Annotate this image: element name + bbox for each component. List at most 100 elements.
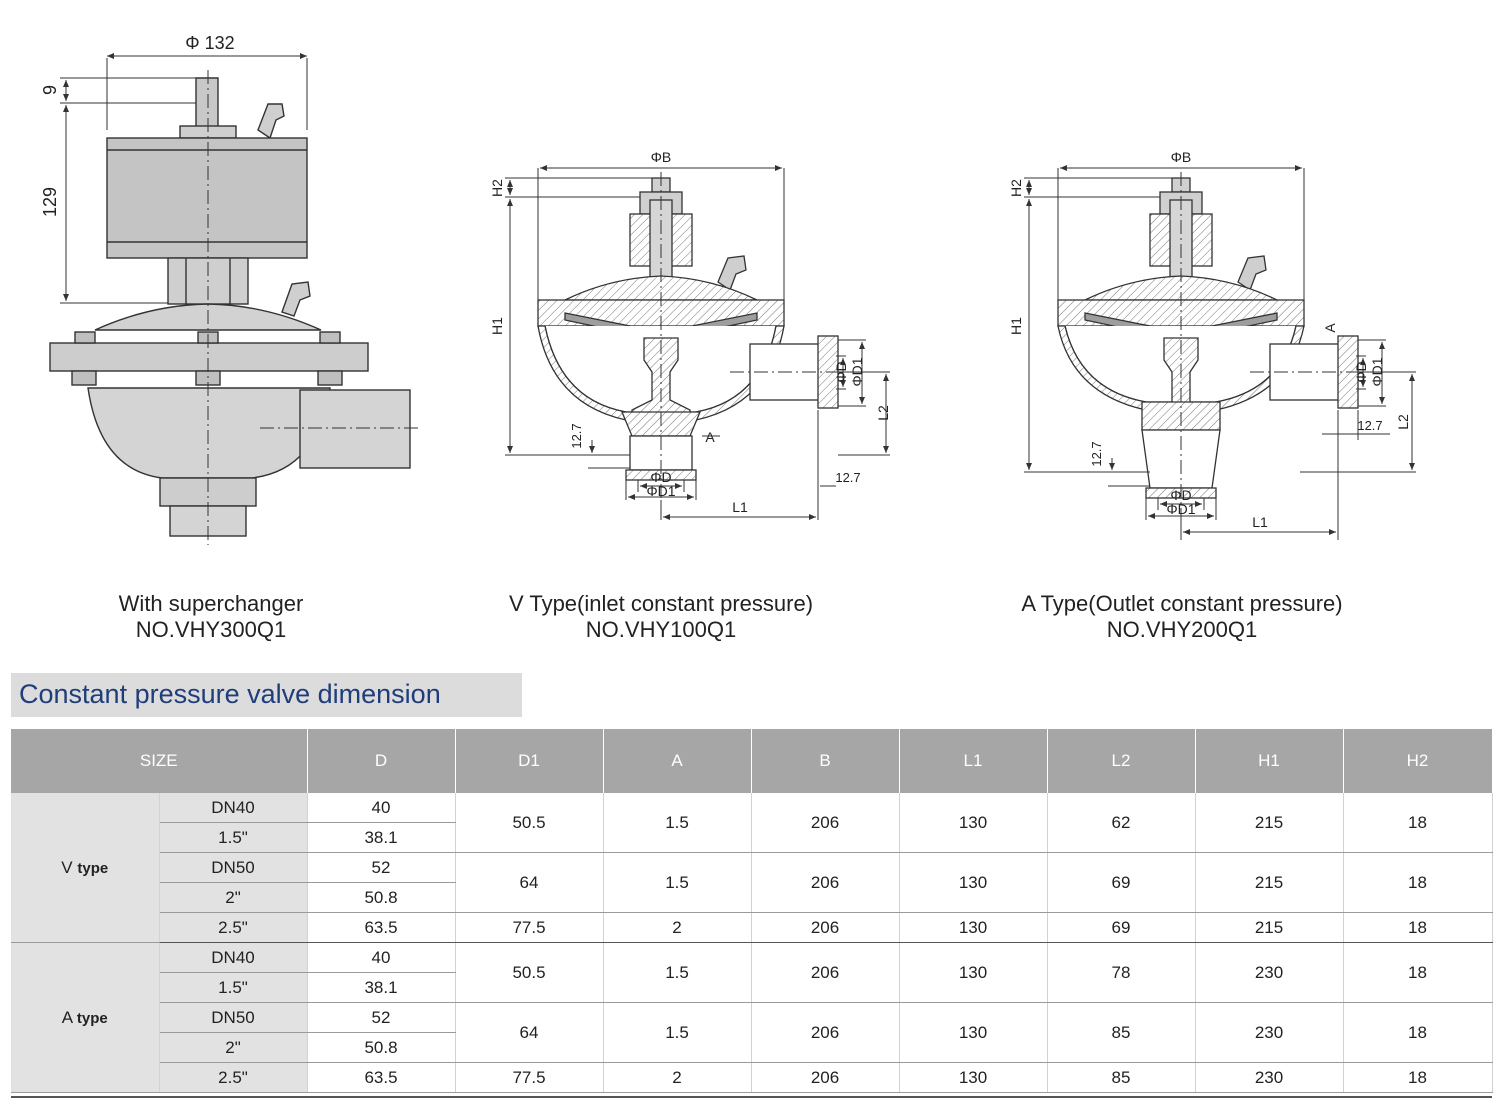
dim-phi-d-right: ΦD bbox=[1353, 361, 1369, 382]
dim-phi-d1-right: ΦD1 bbox=[1369, 357, 1385, 386]
h2-cell: 18 bbox=[1343, 1002, 1493, 1063]
dim-12-7-left: 12.7 bbox=[569, 423, 584, 448]
d-cell: 38.1 bbox=[307, 822, 456, 853]
l2-cell: 85 bbox=[1047, 1002, 1196, 1063]
table-header-row: SIZE D D1 A B L1 L2 H1 H2 bbox=[11, 729, 1493, 793]
size-cell: 2.5" bbox=[159, 1062, 308, 1093]
group-a-type: A type bbox=[11, 942, 160, 1093]
header-a: A bbox=[603, 729, 752, 793]
h1-cell: 215 bbox=[1195, 852, 1344, 913]
b-cell: 206 bbox=[751, 1062, 900, 1093]
dim-h2: H2 bbox=[489, 179, 505, 197]
caption-title: With superchanger bbox=[118, 591, 304, 616]
caption-superchanger: With superchanger NO.VHY300Q1 bbox=[0, 591, 431, 643]
h2-cell: 18 bbox=[1343, 912, 1493, 943]
d1-cell: 64 bbox=[455, 852, 604, 913]
d-cell: 40 bbox=[307, 793, 456, 823]
caption-title: A Type(Outlet constant pressure) bbox=[1021, 591, 1343, 616]
d-cell: 50.8 bbox=[307, 882, 456, 913]
h2-cell: 18 bbox=[1343, 793, 1493, 853]
d-cell: 50.8 bbox=[307, 1032, 456, 1063]
header-d: D bbox=[307, 729, 456, 793]
dim-129: 129 bbox=[40, 187, 60, 217]
dim-h1: H1 bbox=[1008, 317, 1024, 335]
header-size: SIZE bbox=[11, 729, 308, 793]
h1-cell: 230 bbox=[1195, 1002, 1344, 1063]
table-row: V type DN40 40 50.5 1.5 206 130 62 215 1… bbox=[11, 793, 1493, 943]
caption-title: V Type(inlet constant pressure) bbox=[508, 591, 814, 616]
table-row: 2.5" 63.5 77.5 2 206 130 69 215 18 bbox=[11, 912, 1493, 943]
dim-phi-d-bottom: ΦD bbox=[650, 469, 671, 485]
caption-v-type: V Type(inlet constant pressure) NO.VHY10… bbox=[441, 591, 881, 643]
dim-a: A bbox=[705, 429, 715, 445]
group-v-type: V type bbox=[11, 793, 160, 943]
size-cell: 2" bbox=[159, 1032, 308, 1063]
h1-cell: 215 bbox=[1195, 912, 1344, 943]
dim-phi-d1-bottom: ΦD1 bbox=[646, 483, 675, 499]
a-type-valve-drawing bbox=[1024, 165, 1416, 540]
h1-cell: 230 bbox=[1195, 1062, 1344, 1093]
d1-cell: 50.5 bbox=[455, 942, 604, 1003]
a-cell: 1.5 bbox=[603, 1002, 752, 1063]
l1-cell: 130 bbox=[899, 793, 1048, 853]
l2-cell: 69 bbox=[1047, 852, 1196, 913]
d-cell: 63.5 bbox=[307, 1062, 456, 1093]
d-cell: 40 bbox=[307, 942, 456, 973]
group-suffix: type bbox=[76, 1009, 108, 1027]
b-cell: 206 bbox=[751, 912, 900, 943]
a-cell: 2 bbox=[603, 1062, 752, 1093]
header-h1: H1 bbox=[1195, 729, 1344, 793]
d1-cell: 77.5 bbox=[455, 912, 604, 943]
table-row: 2.5" 63.5 77.5 2 206 130 85 230 18 bbox=[11, 1062, 1493, 1093]
l2-cell: 78 bbox=[1047, 942, 1196, 1003]
size-cell: 1.5" bbox=[159, 822, 308, 853]
header-l2: L2 bbox=[1047, 729, 1196, 793]
dim-l2: L2 bbox=[1395, 414, 1411, 430]
table-row: 2" 50.8 bbox=[11, 882, 1492, 913]
table-row: 1.5" 38.1 bbox=[11, 972, 1492, 1003]
caption-model: NO.VHY100Q1 bbox=[585, 617, 737, 642]
size-cell: DN40 bbox=[159, 942, 308, 973]
l1-cell: 130 bbox=[899, 852, 1048, 913]
table-row: 1.5" 38.1 bbox=[11, 822, 1492, 853]
size-cell: DN40 bbox=[159, 793, 308, 823]
dim-12-7-left: 12.7 bbox=[1089, 441, 1104, 466]
header-b: B bbox=[751, 729, 900, 793]
l1-cell: 130 bbox=[899, 912, 1048, 943]
l1-cell: 130 bbox=[899, 942, 1048, 1003]
dim-l1: L1 bbox=[1252, 514, 1268, 530]
a-cell: 1.5 bbox=[603, 793, 752, 853]
dim-9: 9 bbox=[40, 85, 60, 95]
a-cell: 2 bbox=[603, 912, 752, 943]
b-cell: 206 bbox=[751, 942, 900, 1003]
b-cell: 206 bbox=[751, 1002, 900, 1063]
b-cell: 206 bbox=[751, 793, 900, 853]
dim-a: A bbox=[1322, 323, 1338, 333]
dim-phi-132: Φ 132 bbox=[185, 33, 234, 53]
table-row: A type DN40 40 50.5 1.5 206 130 78 230 1… bbox=[11, 942, 1493, 1093]
l1-cell: 130 bbox=[899, 1002, 1048, 1063]
dim-12-7-right: 12.7 bbox=[835, 470, 860, 485]
l1-cell: 130 bbox=[899, 1062, 1048, 1093]
dim-phi-b: ΦB bbox=[1171, 149, 1192, 165]
d1-cell: 77.5 bbox=[455, 1062, 604, 1093]
a-cell: 1.5 bbox=[603, 852, 752, 913]
h1-cell: 230 bbox=[1195, 942, 1344, 1003]
l2-cell: 62 bbox=[1047, 793, 1196, 853]
size-cell: DN50 bbox=[159, 1002, 308, 1033]
section-banner: Constant pressure valve dimension bbox=[11, 673, 522, 717]
l2-cell: 69 bbox=[1047, 912, 1196, 943]
d1-cell: 50.5 bbox=[455, 793, 604, 853]
d-cell: 63.5 bbox=[307, 912, 456, 943]
d1-cell: 64 bbox=[455, 1002, 604, 1063]
dim-h1: H1 bbox=[489, 317, 505, 335]
dim-phi-d1-bottom: ΦD1 bbox=[1166, 501, 1195, 517]
h2-cell: 18 bbox=[1343, 942, 1493, 1003]
h2-cell: 18 bbox=[1343, 1062, 1493, 1093]
header-d1: D1 bbox=[455, 729, 604, 793]
a-cell: 1.5 bbox=[603, 942, 752, 1003]
superchanger-valve-drawing bbox=[49, 53, 420, 545]
group-prefix: A bbox=[61, 1007, 73, 1027]
v-type-valve-drawing bbox=[505, 165, 890, 520]
caption-a-type: A Type(Outlet constant pressure) NO.VHY2… bbox=[962, 591, 1402, 643]
